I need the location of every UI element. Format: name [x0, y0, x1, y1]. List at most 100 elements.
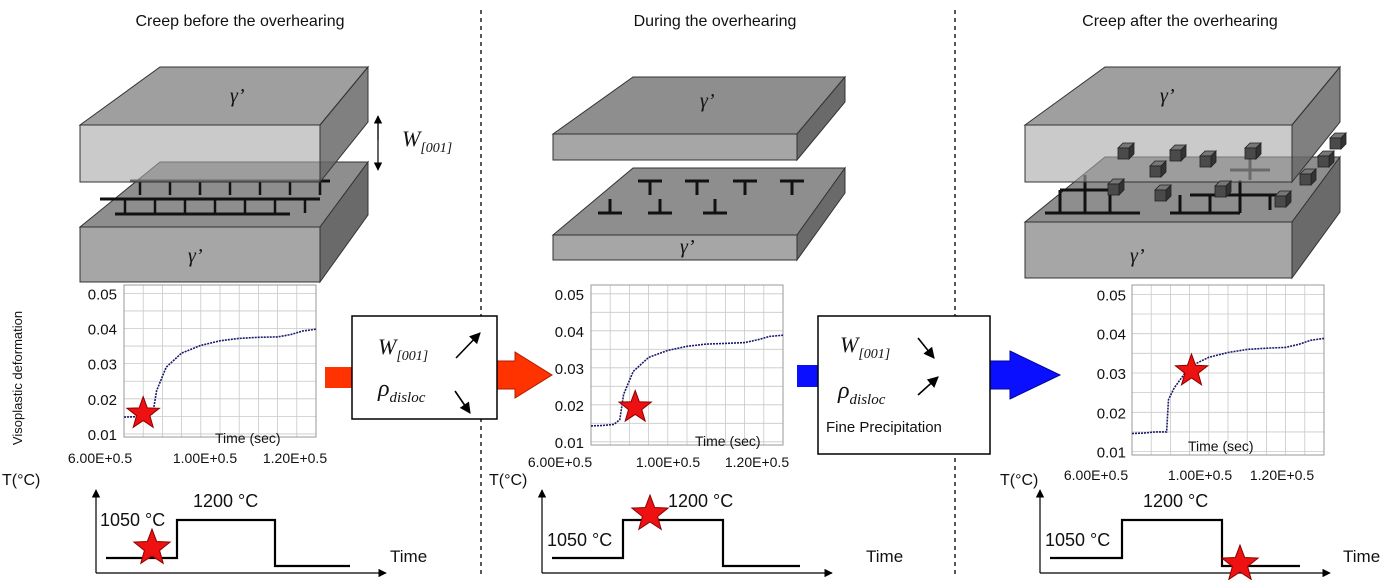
temperature-profile-before: T(°C) 1050 °C 1200 °C Time: [2, 472, 427, 578]
microstructure-during: γ’ γ’: [551, 75, 847, 262]
high-temp-label: 1200 °C: [1143, 491, 1208, 511]
temp-profile-line: [552, 518, 800, 568]
y-tick-label: 0.05: [88, 286, 117, 303]
deformation-curve: [590, 334, 784, 427]
x-tick-label: 1.00E+0.5: [636, 454, 700, 470]
plot-frame: [123, 284, 317, 438]
plot-frame: [590, 284, 784, 446]
microstructure-before: γ’ γ’ W[001]: [78, 65, 452, 284]
w-label: W[001]: [378, 334, 428, 364]
increase-arrow-icon: [917, 376, 939, 396]
temp-axis-label: T(°C): [489, 472, 527, 489]
precipitate-cube: [1299, 168, 1317, 186]
gamma-prime-label: γ’: [188, 245, 203, 267]
y-tick-label: 0.04: [1097, 327, 1126, 344]
precipitate-cube: [1244, 142, 1262, 160]
decrease-arrow-icon: [917, 337, 935, 359]
increase-arrow-icon: [455, 332, 481, 359]
star-icon: [1220, 543, 1260, 580]
deformation-chart-before: 0.05 0.04 0.03 0.02 0.01 6.00E+0.5 1.00E+0.5 1.…: [68, 284, 327, 466]
y-tick-label: 0.04: [88, 322, 117, 339]
panel-heading: Creep after the overhearing: [1082, 13, 1278, 30]
process-transition-1: W[001] ρdisloc: [325, 315, 553, 420]
w-label: W[001]: [840, 332, 890, 362]
width-label: W[001]: [402, 126, 452, 156]
x-tick-label: 1.00E+0.5: [173, 450, 237, 466]
panel-heading: Creep before the overhearing: [135, 13, 344, 30]
process-transition-2: W[001] ρdisloc Fine Precipitation: [797, 315, 1062, 455]
y-tick-label: 0.02: [1097, 405, 1126, 422]
gamma-prime-label: γ’: [680, 236, 695, 258]
gamma-prime-label: γ’: [700, 90, 715, 112]
y-tick-label: 0.03: [1097, 366, 1126, 383]
precipitate-cube: [1169, 144, 1187, 162]
star-icon: [1174, 352, 1210, 386]
precipitate-cube: [1317, 150, 1335, 168]
x-tick-label: 1.20E+0.5: [1250, 467, 1314, 483]
temp-axis-label: T(°C): [2, 472, 40, 489]
precipitate-cube: [1214, 180, 1232, 198]
y-tick-label: 0.01: [88, 427, 117, 444]
deformation-chart-after: 0.05 0.04 0.03 0.02 0.01 6.00E+0.5 1.00E+0.5 1.…: [1064, 284, 1325, 483]
gamma-prime-label: γ’: [1130, 245, 1145, 267]
time-label: Time: [866, 547, 903, 566]
y-tick-label: 0.03: [555, 361, 584, 378]
time-label: Time: [390, 547, 427, 566]
temp-axis-label: T(°C): [1000, 472, 1038, 489]
precipitate-cube: [1274, 190, 1292, 208]
y-tick-label: 0.02: [555, 398, 584, 415]
x-tick-label: 6.00E+0.5: [1064, 467, 1128, 483]
high-temp-label: 1200 °C: [193, 491, 258, 511]
x-tick-label: 1.20E+0.5: [263, 450, 327, 466]
precipitate-cube: [1117, 142, 1135, 160]
x-axis-title: Time (sec): [1188, 438, 1254, 454]
deformation-chart-during: 0.05 0.04 0.03 0.02 0.01 6.00E+0.5 1.00E+0.5 1.…: [528, 284, 789, 470]
x-tick-label: 6.00E+0.5: [68, 450, 132, 466]
temp-profile-line: [106, 518, 350, 568]
time-label: Time: [1343, 547, 1380, 566]
precipitate-cube: [1149, 160, 1167, 178]
star-icon: [132, 527, 172, 565]
precipitate-cube: [1199, 150, 1217, 168]
process-box: [817, 315, 991, 455]
panel-heading: During the overhearing: [634, 13, 797, 30]
arrow-stub: [325, 367, 352, 388]
low-temp-label: 1050 °C: [547, 530, 612, 550]
star-icon: [125, 395, 161, 429]
gamma-prime-label: γ’: [1160, 85, 1175, 107]
red-arrow: [496, 351, 553, 399]
microstructure-after: γ’ γ’: [1023, 65, 1347, 280]
rho-label: ρdisloc: [837, 378, 886, 408]
precipitate-cube: [1154, 184, 1172, 202]
arrow-stub: [797, 365, 818, 387]
y-axis-label: Visoplastic deformation: [10, 311, 25, 445]
blue-arrow: [989, 350, 1062, 400]
temperature-profile-after: T(°C) 1050 °C 1200 °C Time: [1000, 472, 1380, 580]
low-temp-label: 1050 °C: [100, 510, 165, 530]
y-tick-label: 0.03: [88, 357, 117, 374]
y-tick-label: 0.01: [1097, 445, 1126, 462]
y-tick-label: 0.02: [88, 392, 117, 409]
gamma-prime-label: γ’: [230, 85, 245, 107]
plot-frame: [1131, 284, 1325, 456]
deformation-curve: [1131, 337, 1325, 435]
y-tick-label: 0.04: [555, 324, 584, 341]
low-temp-label: 1050 °C: [1045, 530, 1110, 550]
y-tick-label: 0.05: [555, 287, 584, 304]
x-tick-label: 6.00E+0.5: [528, 454, 592, 470]
y-tick-label: 0.01: [555, 435, 584, 452]
precipitate-cube: [1329, 132, 1347, 150]
x-axis-title: Time (sec): [695, 433, 761, 449]
star-icon: [630, 493, 670, 531]
fine-precipitation-label: Fine Precipitation: [826, 419, 942, 436]
precipitate-cube: [1107, 178, 1125, 196]
rho-label: ρdisloc: [377, 376, 426, 406]
x-tick-label: 1.00E+0.5: [1168, 467, 1232, 483]
x-tick-label: 1.20E+0.5: [725, 454, 789, 470]
decrease-arrow-icon: [454, 390, 471, 414]
x-axis-title: Time (sec): [215, 430, 281, 446]
star-icon: [617, 388, 653, 423]
y-tick-label: 0.05: [1097, 287, 1126, 304]
